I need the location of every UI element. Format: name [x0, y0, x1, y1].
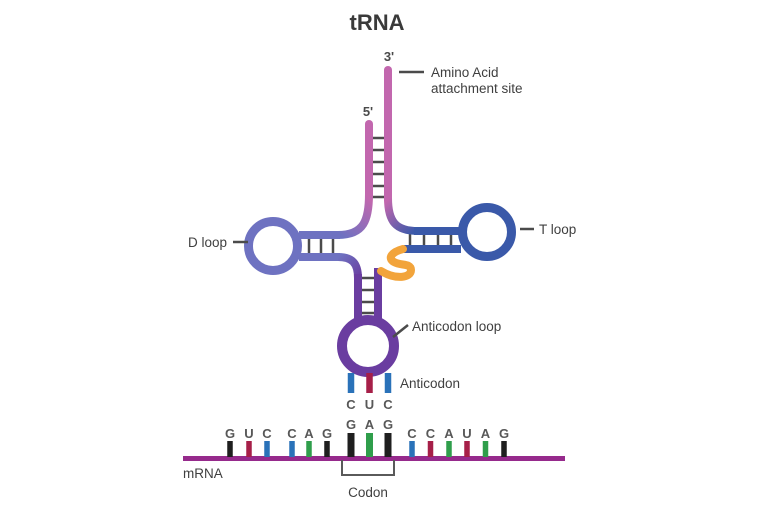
- d-loop-label: D loop: [188, 235, 227, 250]
- anticodon-base-letter: U: [365, 397, 374, 412]
- mrna-base-bar: [482, 441, 489, 457]
- t-loop-label: T loop: [539, 222, 576, 237]
- t-loop-ring: [458, 203, 516, 261]
- mrna-base-bar: [427, 441, 434, 457]
- anticodon-loop-label: Anticodon loop: [412, 319, 501, 334]
- d-stem-rungs: [307, 238, 335, 254]
- acceptor-to-dloop-curve: [337, 193, 373, 239]
- mrna-base-bar: [347, 433, 355, 457]
- mrna-base-bar: [464, 441, 470, 457]
- t-stem-rungs: [408, 234, 453, 246]
- diagram-title: tRNA: [350, 10, 405, 35]
- mrna-base-letter: A: [444, 426, 454, 441]
- anticodon-stem-rungs: [361, 276, 375, 315]
- amino-acid-label-line2: attachment site: [431, 81, 523, 96]
- mrna-base-bar: [384, 433, 392, 457]
- mrna-base-letter: C: [426, 426, 436, 441]
- mrna-base-bar: [246, 441, 252, 457]
- variable-loop-strand: [377, 245, 416, 281]
- mrna-label: mRNA: [183, 466, 223, 481]
- anticodon-loop-ring: [337, 315, 399, 377]
- mrna-base-letter: A: [304, 426, 314, 441]
- mrna-base-letter: G: [225, 426, 235, 441]
- mrna-strand-line: [183, 456, 565, 461]
- mrna-base-bar: [324, 441, 330, 457]
- anticodon-base-bar: [366, 373, 373, 393]
- five-prime-label: 5': [363, 104, 373, 119]
- mrna-base-bar: [409, 441, 415, 457]
- d-loop-ring: [244, 217, 302, 275]
- mrna-base-letter: A: [481, 426, 491, 441]
- mrna-base-letter: A: [365, 417, 375, 432]
- amino-acid-label-line1: Amino Acid: [431, 65, 499, 80]
- mrna-base-bar: [227, 441, 233, 457]
- codon-label: Codon: [348, 485, 388, 500]
- mrna-base-bar: [264, 441, 270, 457]
- acceptor-stem-rungs: [372, 136, 385, 199]
- mrna-base-letter: U: [244, 426, 253, 441]
- three-prime-label: 3': [384, 49, 394, 64]
- anticodon-base-bar: [384, 373, 392, 393]
- anticodon-loop-pointer-line: [392, 324, 409, 338]
- mrna-base-letter: C: [287, 426, 297, 441]
- mrna-base-bar: [366, 433, 373, 457]
- anticodon-base-letter: C: [383, 397, 393, 412]
- mrna-base-bar: [446, 441, 452, 457]
- anticodon-base-letter: C: [346, 397, 356, 412]
- mrna-base-letter: C: [407, 426, 417, 441]
- anticodon-label: Anticodon: [400, 376, 460, 391]
- mrna-base-letter: G: [322, 426, 332, 441]
- anticodon-base-bar: [347, 373, 355, 393]
- mrna-base-letter: G: [383, 417, 393, 432]
- mrna-base-letter: G: [346, 417, 356, 432]
- acceptor-to-tloop-curve: [384, 197, 419, 235]
- mrna-base-bar: [306, 441, 312, 457]
- mrna-base-bar: [501, 441, 507, 457]
- mrna-base-letter: U: [462, 426, 471, 441]
- mrna-base-letter: G: [499, 426, 509, 441]
- codon-bracket: [341, 460, 395, 476]
- mrna-base-letter: C: [262, 426, 272, 441]
- mrna-base-bar: [289, 441, 295, 457]
